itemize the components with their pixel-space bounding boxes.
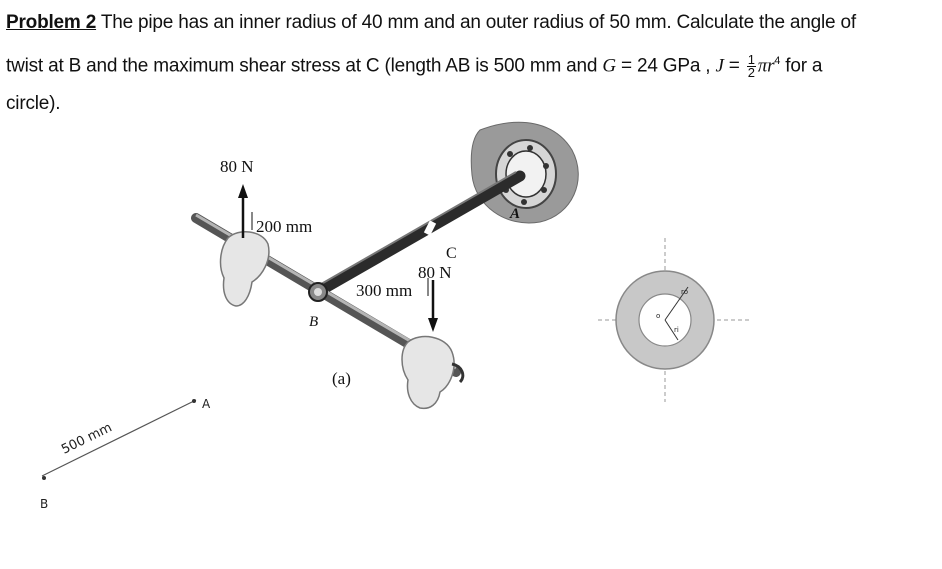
g-symbol: G <box>602 55 616 77</box>
pi-r: πr <box>757 55 775 77</box>
label-dim-right: 300 mm <box>356 281 412 300</box>
left-hand <box>219 231 270 307</box>
force-arrow-up <box>238 184 248 238</box>
pipe-ab <box>312 170 526 298</box>
exponent: 4 <box>774 55 781 67</box>
figure-caption: (a) <box>332 369 351 388</box>
label-point-c: C <box>446 245 457 262</box>
problem-label: Problem 2 <box>6 12 97 33</box>
problem-sentence-2b: for a <box>780 55 823 77</box>
section-label-ri: ri <box>674 326 679 334</box>
fraction-numerator: 1 <box>746 51 756 67</box>
wall-support <box>470 121 579 224</box>
torsion-figure: 80 N 200 mm C 80 N 300 mm B A (a) 500 mm… <box>40 121 752 511</box>
problem-sentence-3: circle). <box>6 93 61 115</box>
label-force-right: 80 N <box>418 263 452 282</box>
pipe-cross-section: ro ri o <box>598 238 752 402</box>
label-dim-top: 200 mm <box>256 217 312 236</box>
problem-statement: Problem 2 The pipe has an inner radius o… <box>6 4 936 123</box>
section-label-o: o <box>656 312 660 320</box>
j-symbol: J <box>715 55 724 77</box>
hand-label-length: 500 mm <box>59 420 114 457</box>
problem-sentence-1: The pipe has an inner radius of 40 mm an… <box>96 12 856 33</box>
j-equals: = <box>723 55 745 77</box>
section-label-ro: ro <box>681 288 688 296</box>
label-point-b: B <box>309 314 318 330</box>
label-force-top: 80 N <box>220 157 254 176</box>
hand-label-b: B <box>40 497 48 511</box>
right-hand <box>401 335 465 410</box>
label-point-a: A <box>509 206 520 222</box>
force-arrow-down <box>428 280 438 332</box>
problem-sentence-2a: twist at B and the maximum shear stress … <box>6 55 603 77</box>
fraction-denominator: 2 <box>747 64 755 80</box>
hand-label-a: A <box>202 397 211 411</box>
hand-sketch: 500 mm A B <box>40 397 211 511</box>
g-value: = 24 GPa , <box>615 55 716 77</box>
